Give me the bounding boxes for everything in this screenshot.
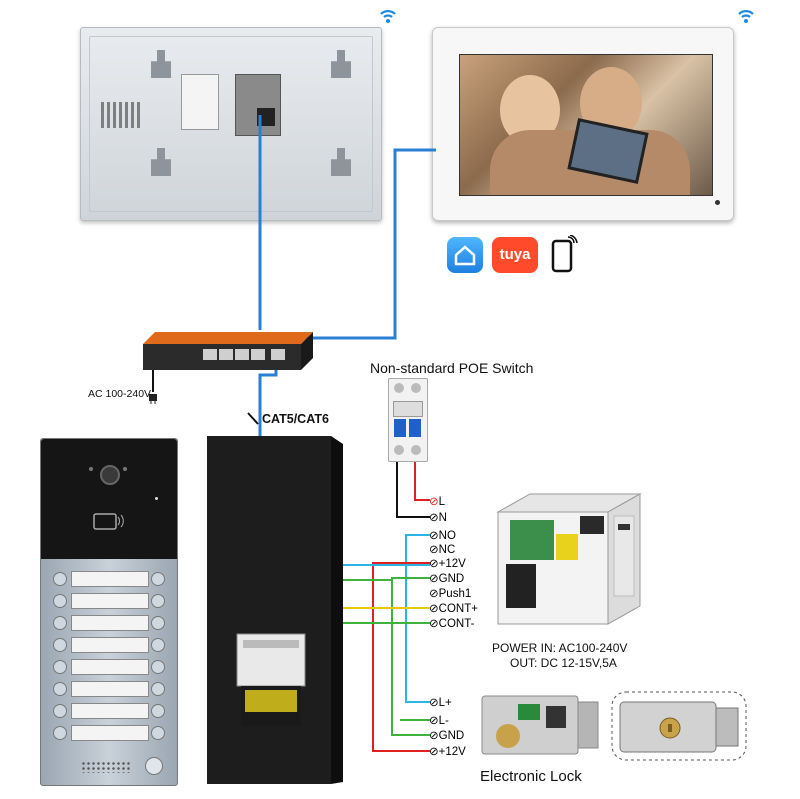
name-plate <box>71 703 149 719</box>
smart-home-icon <box>447 237 483 273</box>
name-plate <box>71 615 149 631</box>
card-reader-icon <box>93 511 125 531</box>
outdoor-station-back <box>205 436 345 786</box>
call-button[interactable] <box>151 660 165 674</box>
ac-input-label: AC 100-240V <box>88 388 152 400</box>
name-plate <box>71 681 149 697</box>
call-button[interactable] <box>151 682 165 696</box>
terminal-gnd: ⊘GND <box>429 573 465 585</box>
call-button[interactable] <box>53 638 67 652</box>
terminal-no: ⊘NO <box>429 530 456 542</box>
monitor-screen <box>459 54 713 196</box>
terminal-lplus: ⊘L+ <box>429 697 452 709</box>
name-plate <box>71 593 149 609</box>
call-button[interactable] <box>151 594 165 608</box>
name-plate <box>71 725 149 741</box>
call-button[interactable] <box>53 660 67 674</box>
terminal-n: ⊘N <box>429 512 447 524</box>
call-button[interactable] <box>53 572 67 586</box>
power-spec-line2: OUT: DC 12-15V,5A <box>510 656 617 670</box>
poe-switch-label: Non-standard POE Switch <box>370 360 534 376</box>
call-buttons <box>53 571 165 757</box>
name-plate <box>71 637 149 653</box>
outdoor-station-front <box>40 438 178 786</box>
wifi-icon <box>378 6 398 26</box>
power-plug-icon <box>148 390 158 404</box>
wifi-icon <box>736 6 756 26</box>
call-button[interactable] <box>53 682 67 696</box>
call-button[interactable] <box>151 638 165 652</box>
call-button[interactable] <box>53 616 67 630</box>
electronic-lock-inside <box>478 692 602 758</box>
terminal-12v: ⊘+12V <box>429 558 466 570</box>
call-button[interactable] <box>151 616 165 630</box>
electronic-lock-outside <box>610 690 748 762</box>
name-plate <box>71 571 149 587</box>
call-button[interactable] <box>151 704 165 718</box>
phone-icon <box>548 234 578 275</box>
power-spec-line1: POWER IN: AC100-240V <box>492 641 628 655</box>
terminal-push1: ⊘Push1 <box>429 588 472 600</box>
indoor-monitor-back <box>80 27 382 221</box>
cable-label: CAT5/CAT6 <box>262 412 329 426</box>
terminal-l: ⊘L <box>429 496 446 508</box>
terminal-lock-gnd: ⊘GND <box>429 730 465 742</box>
camera-panel <box>41 439 177 559</box>
electronic-lock-label: Electronic Lock <box>480 768 582 785</box>
terminal-lock-12v: ⊘+12V <box>429 746 466 758</box>
speaker-grill <box>81 761 131 773</box>
unlock-button[interactable] <box>145 757 163 775</box>
indoor-monitor-front <box>432 27 734 221</box>
terminal-cont-plus: ⊘CONT+ <box>429 603 478 615</box>
call-button[interactable] <box>53 594 67 608</box>
terminal-lminus: ⊘L- <box>429 715 449 727</box>
terminal-nc: ⊘NC <box>429 544 456 556</box>
power-supply <box>490 486 642 628</box>
call-button[interactable] <box>151 726 165 740</box>
call-button[interactable] <box>151 572 165 586</box>
terminal-cont-minus: ⊘CONT- <box>429 618 475 630</box>
poe-switch <box>143 332 313 370</box>
call-button[interactable] <box>53 704 67 718</box>
tuya-icon: tuya <box>492 237 538 273</box>
call-button[interactable] <box>53 726 67 740</box>
camera-lens-icon <box>100 465 120 485</box>
name-plate <box>71 659 149 675</box>
circuit-breaker <box>388 378 428 462</box>
